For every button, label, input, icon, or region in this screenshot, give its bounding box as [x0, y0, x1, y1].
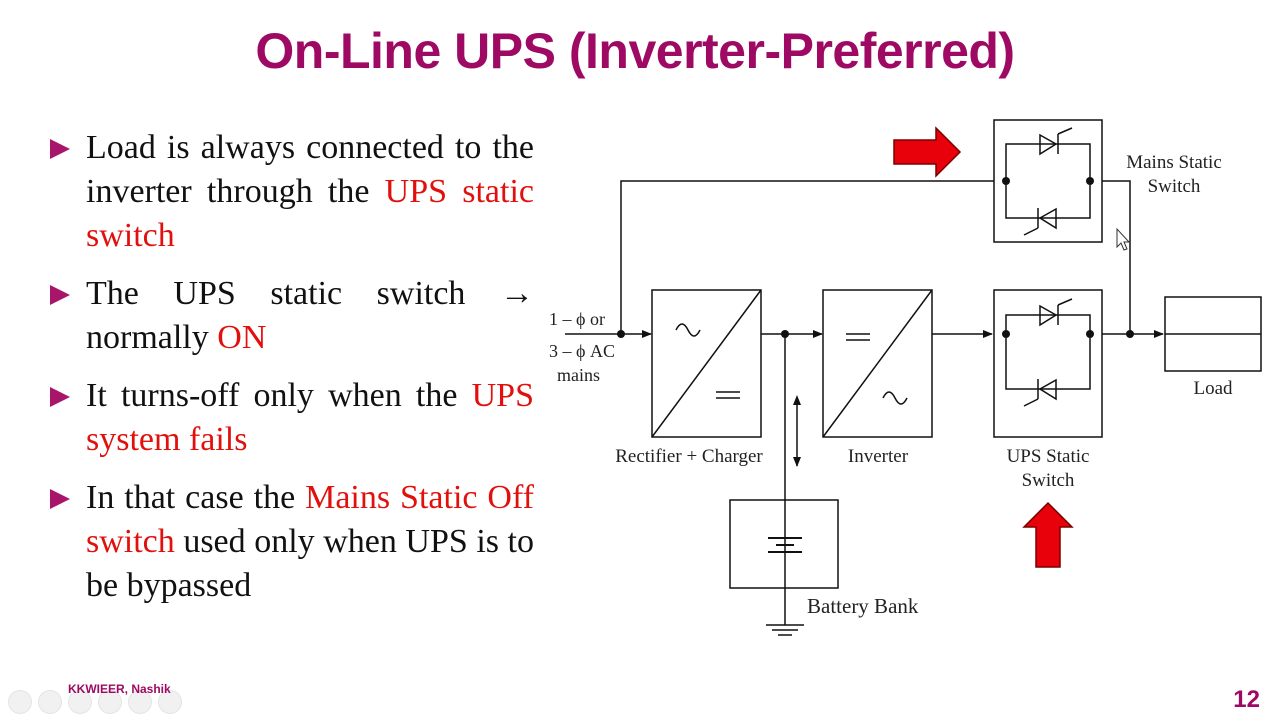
bullet-text: Load is always connected to the inverter… — [86, 129, 534, 210]
input-label: mains — [557, 365, 600, 385]
ac-symbol-icon — [675, 323, 701, 337]
page-number: 12 — [1233, 686, 1260, 713]
footer-institution: KKWIEER, Nashik — [68, 682, 171, 696]
bullet-item: In that case the Mains Static Off switch… — [50, 476, 534, 608]
bullet-highlight: ON — [217, 319, 267, 356]
triangle-bullet-icon — [50, 139, 70, 159]
mains-static-switch-block — [993, 119, 1103, 243]
thyristor-icon — [1038, 207, 1057, 230]
junction-dot — [1086, 177, 1094, 185]
bullet-item: It turns-off only when the UPS system fa… — [50, 374, 534, 462]
junction-dot — [617, 330, 625, 338]
input-label: 3 – ϕ AC — [549, 341, 615, 361]
bullet-item: Load is always connected to the inverter… — [50, 126, 534, 258]
bullet-text: The UPS static switch → normally — [86, 275, 534, 356]
ac-symbol-icon — [882, 391, 908, 405]
inverter-block — [822, 289, 933, 438]
junction-dot — [1086, 330, 1094, 338]
bypass-return-line — [1102, 180, 1131, 334]
mains-switch-label: Switch — [1148, 176, 1201, 197]
rectifier-charger-block — [651, 289, 762, 438]
bullet-item: The UPS static switch → normally ON — [50, 272, 534, 360]
bullet-highlight: UPS static switch — [86, 173, 535, 254]
battery-label: Battery Bank — [807, 594, 919, 618]
pen-icon[interactable] — [68, 690, 92, 714]
thyristor-icon — [1039, 304, 1058, 327]
rectifier-label: Rectifier + Charger — [615, 446, 763, 467]
next-icon[interactable] — [38, 690, 62, 714]
input-label: 1 – ϕ or — [549, 309, 605, 329]
triangle-bullet-icon — [50, 285, 70, 305]
ups-static-switch-block — [993, 289, 1103, 438]
bypass-line — [620, 180, 994, 334]
junction-dot — [1126, 330, 1134, 338]
bullet-list: Load is always connected to the inverter… — [50, 126, 534, 622]
triangle-bullet-icon — [50, 489, 70, 509]
junction-dot — [1002, 330, 1010, 338]
bullet-text: used only when UPS is to be bypassed — [86, 523, 534, 604]
more-icon[interactable] — [158, 690, 182, 714]
bullet-highlight: Mains Static Off switch — [86, 479, 534, 560]
slide-title: On-Line UPS (Inverter-Preferred) — [255, 23, 1015, 79]
rectifier-diagonal — [651, 289, 762, 438]
thyristor-icon — [1039, 133, 1058, 156]
mains-switch-label: Mains Static — [1126, 152, 1222, 173]
ups-switch-label: Switch — [1022, 470, 1075, 491]
bullet-highlight: UPS system fails — [86, 377, 534, 458]
slides-icon[interactable] — [98, 690, 122, 714]
mouse-cursor-icon — [1116, 227, 1131, 251]
inverter-label: Inverter — [848, 446, 909, 467]
inverter-diagonal — [822, 289, 933, 438]
ups-switch-label: UPS Static — [1007, 446, 1090, 467]
junction-dot — [1002, 177, 1010, 185]
red-arrow-up-icon — [1022, 501, 1074, 568]
load-label: Load — [1193, 378, 1233, 399]
thyristor-icon — [1038, 378, 1057, 401]
triangle-bullet-icon — [50, 387, 70, 407]
junction-dot — [781, 330, 789, 338]
battery-bank-block — [729, 499, 839, 589]
bullet-text: In that case the — [86, 479, 306, 516]
previous-icon[interactable] — [8, 690, 32, 714]
red-arrow-right-icon — [893, 126, 962, 178]
bullet-text: It turns-off only when the — [86, 377, 472, 414]
zoom-icon[interactable] — [128, 690, 152, 714]
slideshow-nav — [8, 690, 182, 714]
